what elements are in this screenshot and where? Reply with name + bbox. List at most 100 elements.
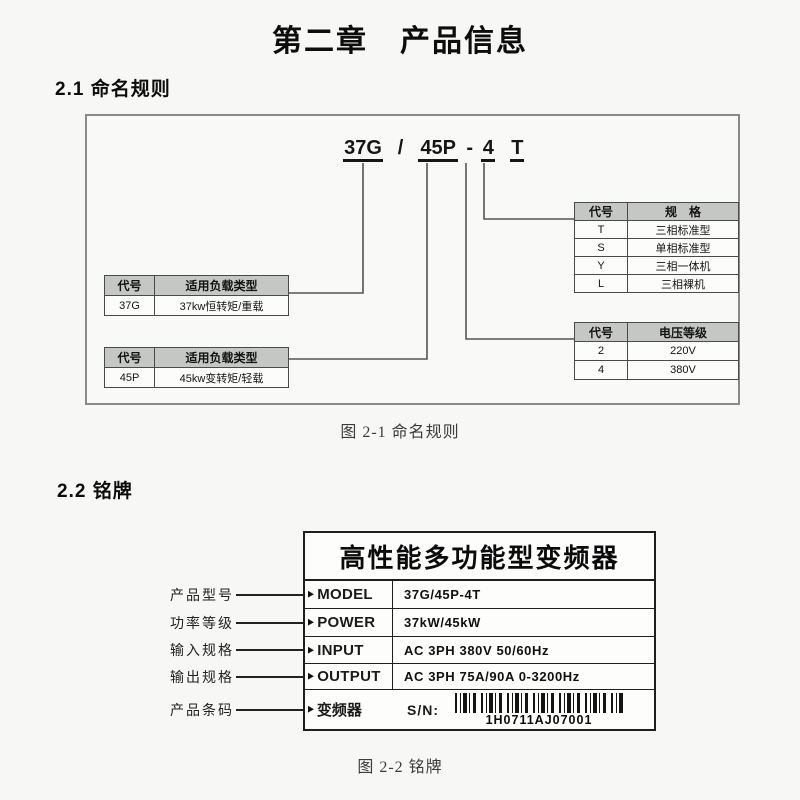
serial-number-label: S/N: — [407, 701, 439, 718]
cell: 2 — [574, 341, 628, 361]
table-header-row: 代号 电压等级 — [574, 322, 739, 342]
nameplate-row-input: ► INPUT AC 3PH 380V 50/60Hz — [305, 637, 654, 664]
nameplate-label-text: 变频器 — [316, 702, 362, 719]
nameplate-label: ► INPUT — [305, 637, 393, 663]
callout-output-spec: 输出规格 — [170, 669, 304, 686]
serial-number: 1H0711AJ07001 — [485, 712, 593, 727]
nameplate-value: AC 3PH 380V 50/60Hz — [404, 642, 550, 658]
nameplate-row-serial: ► 变频器 S/N: 1H0711AJ07001 — [305, 690, 654, 729]
header-cell: 代号 — [104, 275, 155, 296]
chapter-title: 第二章 产品信息 — [272, 25, 528, 58]
cell: 37G — [104, 295, 155, 316]
arrowhead-icon: ► — [306, 643, 317, 657]
nameplate: 高性能多功能型变频器 ► MODEL 37G/45P-4T ► POWER 37… — [303, 531, 656, 731]
section-heading-2-2: 2.2 铭牌 — [57, 481, 133, 502]
cell: 三相一体机 — [627, 256, 739, 275]
table-row: L 三相裸机 — [574, 274, 739, 293]
nameplate-title: 高性能多功能型变频器 — [305, 533, 654, 581]
nameplate-label-text: MODEL — [317, 586, 373, 603]
callout-line — [236, 676, 304, 678]
table-row: S 单相标准型 — [574, 238, 739, 257]
header-cell: 代号 — [574, 202, 628, 221]
table-row: 37G 37kw恒转矩/重载 — [104, 295, 289, 316]
table-header-row: 代号 适用负载类型 — [104, 347, 289, 368]
cell: Y — [574, 256, 628, 275]
header-cell: 规 格 — [627, 202, 739, 221]
header-cell: 电压等级 — [627, 322, 739, 342]
model-code-separator: / — [397, 137, 404, 159]
callout-line — [236, 594, 304, 596]
nameplate-label: ► 变频器 — [305, 699, 393, 720]
table-row: 2 220V — [574, 341, 739, 361]
nameplate-row-power: ► POWER 37kW/45kW — [305, 609, 654, 637]
arrowhead-icon: ► — [306, 588, 317, 601]
arrowhead-icon: ► — [306, 616, 317, 629]
callout-label: 产品型号 — [170, 589, 234, 604]
header-cell: 适用负载类型 — [154, 347, 289, 368]
table-row: Y 三相一体机 — [574, 256, 739, 275]
load-type-table-1: 代号 适用负载类型 37G 37kw恒转矩/重载 — [104, 275, 289, 316]
cell: 三相标准型 — [627, 220, 739, 239]
table-row: 4 380V — [574, 360, 739, 380]
table-header-row: 代号 规 格 — [574, 202, 739, 221]
model-code-load2: 45P — [418, 136, 459, 162]
cell: 三相裸机 — [627, 274, 739, 293]
nameplate-label: ► MODEL — [305, 581, 393, 608]
cell: 单相标准型 — [627, 238, 739, 257]
callout-power-rating: 功率等级 — [170, 615, 304, 632]
table-row: 45P 45kw变转矩/轻载 — [104, 367, 289, 388]
voltage-table: 代号 电压等级 2 220V 4 380V — [574, 322, 739, 380]
callout-label: 产品条码 — [170, 704, 234, 719]
naming-rules-diagram: 37G / 45P - 4 T 代号 适用负载类型 37G 37kw恒转矩/重载… — [85, 114, 740, 405]
header-cell: 代号 — [104, 347, 155, 368]
barcode-block: 1H0711AJ07001 — [453, 692, 625, 727]
cell: S — [574, 238, 628, 257]
callout-line — [236, 622, 304, 624]
cell: 4 — [574, 360, 628, 380]
callout-label: 输出规格 — [170, 671, 234, 686]
cell: T — [574, 220, 628, 239]
nameplate-label-text: OUTPUT — [317, 668, 381, 685]
nameplate-label-text: INPUT — [317, 641, 364, 659]
arrowhead-icon: ► — [306, 703, 316, 716]
nameplate-label-text: POWER — [317, 614, 376, 631]
figure-2-1-caption: 图 2-1 命名规则 — [340, 424, 460, 441]
nameplate-label: ► OUTPUT — [305, 664, 393, 689]
callout-product-model: 产品型号 — [170, 587, 304, 604]
arrowhead-icon: ► — [306, 670, 317, 683]
barcode — [455, 692, 623, 713]
header-cell: 适用负载类型 — [154, 275, 289, 296]
model-code: 37G / 45P - 4 T — [343, 136, 525, 162]
section-heading-2-1: 2.1 命名规则 — [55, 79, 171, 100]
load-type-table-2: 代号 适用负载类型 45P 45kw变转矩/轻载 — [104, 347, 289, 388]
nameplate-value: 37kW/45kW — [404, 615, 481, 630]
callout-input-spec: 输入规格 — [170, 642, 304, 659]
connector-lines — [289, 163, 574, 360]
callout-line — [236, 709, 304, 711]
model-code-load1: 37G — [343, 136, 383, 162]
nameplate-value: 37G/45P-4T — [404, 587, 481, 602]
table-header-row: 代号 适用负载类型 — [104, 275, 289, 296]
cell: 37kw恒转矩/重载 — [154, 295, 289, 316]
cell: 45kw变转矩/轻载 — [154, 367, 289, 388]
model-code-dash: - — [466, 137, 474, 159]
model-code-voltage: 4 — [481, 136, 496, 162]
callout-product-barcode: 产品条码 — [170, 702, 304, 719]
nameplate-row-output: ► OUTPUT AC 3PH 75A/90A 0-3200Hz — [305, 664, 654, 690]
figure-2-2-caption: 图 2-2 铭牌 — [357, 759, 443, 776]
model-code-spec: T — [510, 136, 525, 162]
model-code-gap — [501, 136, 505, 162]
cell: L — [574, 274, 628, 293]
nameplate-row-model: ► MODEL 37G/45P-4T — [305, 581, 654, 609]
nameplate-value: AC 3PH 75A/90A 0-3200Hz — [404, 669, 580, 684]
table-row: T 三相标准型 — [574, 220, 739, 239]
spec-table: 代号 规 格 T 三相标准型 S 单相标准型 Y 三相一体机 L 三相裸机 — [574, 202, 739, 293]
cell: 220V — [627, 341, 739, 361]
cell: 380V — [627, 360, 739, 380]
callout-label: 功率等级 — [170, 617, 234, 632]
cell: 45P — [104, 367, 155, 388]
callout-label: 输入规格 — [170, 644, 234, 659]
callout-line — [236, 649, 304, 651]
header-cell: 代号 — [574, 322, 628, 342]
